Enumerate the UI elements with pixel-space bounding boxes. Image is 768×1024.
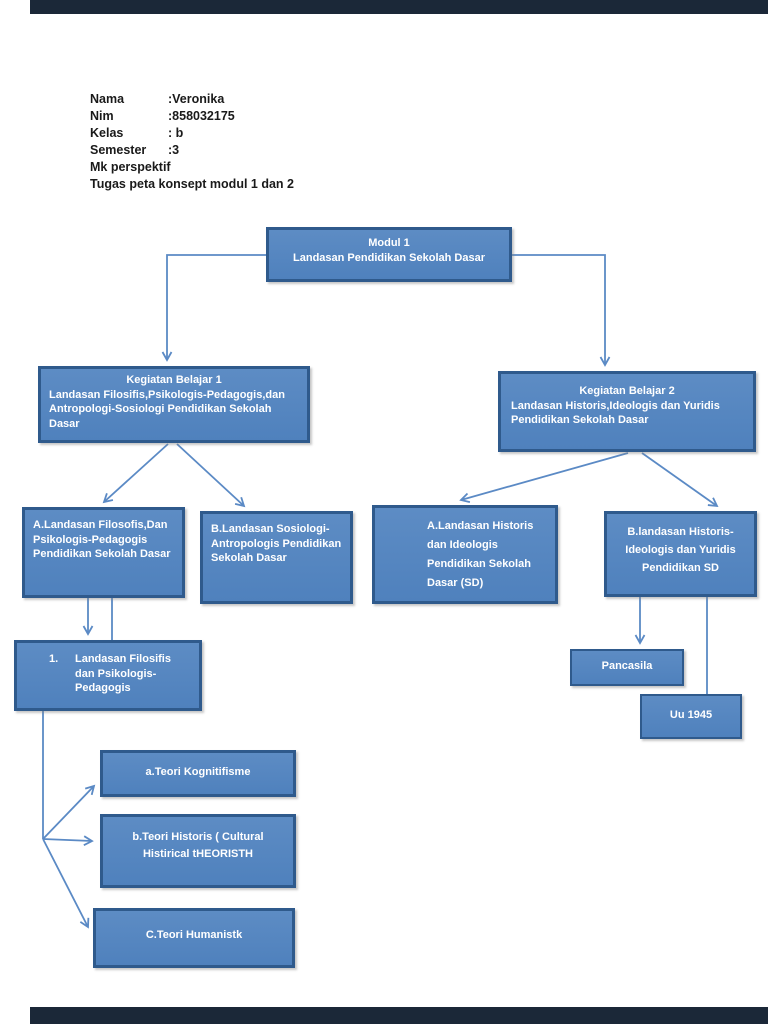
node-body: Landasan Pendidikan Sekolah Dasar <box>293 251 485 264</box>
viewer-bottom-bar <box>30 1007 768 1024</box>
info-label: Nama <box>90 92 125 106</box>
info-line-mk: Mk perspektif <box>90 160 171 174</box>
student-info: Nama :Veronika Nim :858032175 Kelas : b … <box>90 91 294 193</box>
info-label: Kelas <box>90 126 124 140</box>
node-uu-1945: Uu 1945 <box>640 694 742 739</box>
info-line-tugas: Tugas peta konsept modul 1 dan 2 <box>90 177 294 191</box>
node-teori-kognitifisme: a.Teori Kognitifisme <box>100 750 296 797</box>
node-body: A.Landasan Historis dan Ideologis Pendid… <box>427 520 534 589</box>
node-body: Landasan Filosifis,Psikologis-Pedagogis,… <box>49 388 285 430</box>
node-body: B.landasan Historis-Ideologis dan Yuridi… <box>625 526 736 574</box>
node-pancasila: Pancasila <box>570 649 684 686</box>
connector-stem-teori-a <box>42 784 96 840</box>
node-title: Kegiatan Belajar 1 <box>126 374 222 386</box>
node-modul1: Modul 1 Landasan Pendidikan Sekolah Dasa… <box>266 227 512 282</box>
connector-stem-teori-c <box>42 838 90 929</box>
connector-kb2-historis-a <box>459 452 629 504</box>
node-body: Pancasila <box>601 660 653 672</box>
node-teori-historis: b.Teori Historis ( Cultural Histirical t… <box>100 814 296 888</box>
node-landasan-historis-b: B.landasan Historis-Ideologis dan Yuridi… <box>604 511 757 597</box>
info-value: :3 <box>168 143 180 157</box>
node-landasan-historis-a: A.Landasan Historis dan Ideologis Pendid… <box>372 505 558 604</box>
connector-modul1-kb1 <box>161 254 266 362</box>
info-value: : b <box>168 126 184 140</box>
connector-stem-teori-b <box>42 835 94 846</box>
node-title: Kegiatan Belajar 2 <box>579 385 675 397</box>
info-label: Nim <box>90 109 114 123</box>
info-row-semester: Semester :3 <box>90 142 294 159</box>
connector-kb1-landasan-a <box>102 443 169 504</box>
node-body: A.Landasan Filosofis,Dan Psikologis-Peda… <box>33 519 171 561</box>
connector-kb2-historis-b <box>641 452 719 508</box>
node-body: b.Teori Historis ( Cultural Histirical t… <box>132 831 264 861</box>
node-kegiatan-belajar-2: Kegiatan Belajar 2 Landasan Historis,Ide… <box>498 371 756 452</box>
viewer-top-bar <box>30 0 768 14</box>
node-kegiatan-belajar-1: Kegiatan Belajar 1 Landasan Filosifis,Ps… <box>38 366 310 443</box>
node-body: C.Teori Humanistk <box>145 929 243 941</box>
node-body: B.Landasan Sosiologi-Antropologis Pendid… <box>211 523 342 565</box>
node-teori-humanistk: C.Teori Humanistk <box>93 908 295 968</box>
node-title: Modul 1 <box>368 237 410 249</box>
info-value: :Veronika <box>168 92 225 106</box>
node-body: Landasan Filosifis dan Psikologis-Pedago… <box>75 653 171 695</box>
info-row-nama: Nama :Veronika <box>90 91 294 108</box>
list-number: 1. <box>49 653 59 665</box>
node-body: a.Teori Kognitifisme <box>145 766 251 778</box>
info-row-kelas: Kelas : b <box>90 125 294 142</box>
node-landasan-sosiologi: B.Landasan Sosiologi-Antropologis Pendid… <box>200 511 353 604</box>
connector-kb1-landasan-b <box>176 443 246 508</box>
connector-modul1-kb2 <box>512 254 611 367</box>
info-row-nim: Nim :858032175 <box>90 108 294 125</box>
node-body: Uu 1945 <box>669 709 713 721</box>
info-label: Semester <box>90 143 147 157</box>
info-value: :858032175 <box>168 109 235 123</box>
node-landasan-filosofis: A.Landasan Filosofis,Dan Psikologis-Peda… <box>22 507 185 598</box>
node-landasan-filosifis-1: 1. Landasan Filosifis dan Psikologis-Ped… <box>14 640 202 711</box>
node-body: Landasan Historis,Ideologis dan Yuridis … <box>511 399 720 427</box>
